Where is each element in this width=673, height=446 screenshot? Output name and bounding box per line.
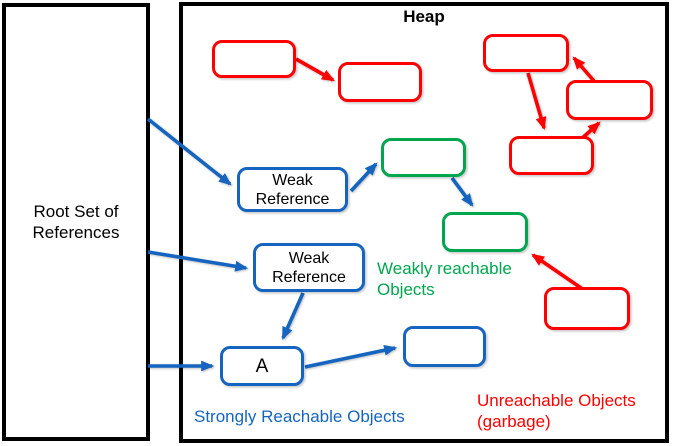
- heap-title: Heap: [403, 7, 445, 26]
- root-set-label: Root Set of References: [32, 202, 120, 242]
- red-object-box-5: [509, 136, 594, 175]
- unreachable-objects-caption: Unreachable Objects (garbage): [477, 391, 636, 431]
- red-object-box-2: [338, 62, 422, 102]
- object-a-box-label: A: [255, 355, 269, 377]
- green-object-box-2: [442, 212, 528, 252]
- weak-reference-box-1: Weak Reference: [237, 167, 348, 212]
- green-object-box-1: [381, 138, 466, 177]
- root-set-panel: [2, 3, 150, 441]
- weak-reference-box-2-label: Weak Reference: [272, 249, 346, 286]
- red-object-box-3: [483, 34, 569, 72]
- object-a-box: A: [220, 346, 304, 386]
- blue-object-box: [403, 326, 486, 367]
- weak-reference-box-2: Weak Reference: [253, 243, 365, 292]
- weakly-reachable-caption: Weakly reachable Objects: [377, 259, 512, 299]
- red-object-box-1: [212, 40, 296, 78]
- red-object-box-4: [566, 80, 653, 120]
- red-object-box-6: [544, 287, 630, 330]
- strongly-reachable-caption: Strongly Reachable Objects: [194, 407, 405, 426]
- weak-reference-box-1-label: Weak Reference: [255, 171, 330, 208]
